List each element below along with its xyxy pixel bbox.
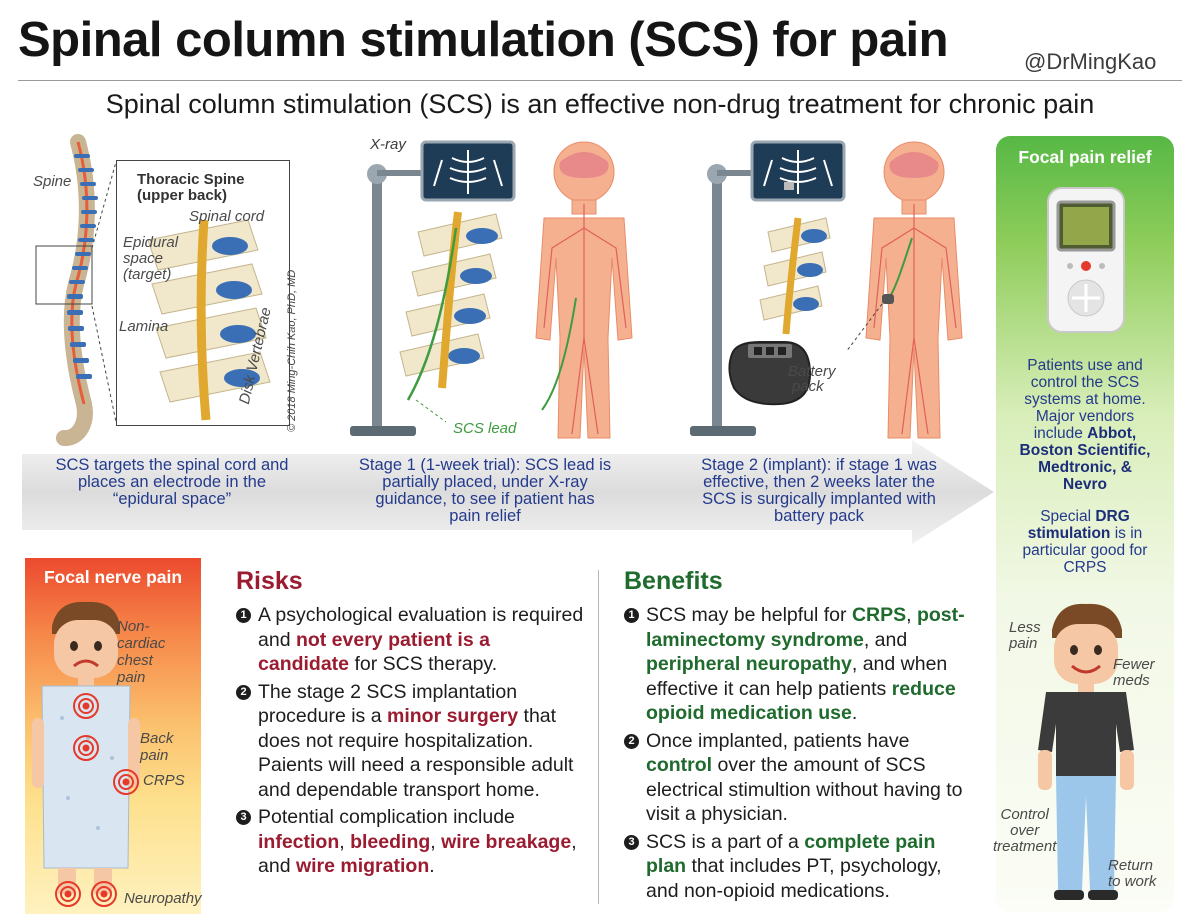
number-badge: 2 [624,733,639,749]
battery-pack-label: Battery pack [788,363,836,395]
spinal-cord-label: Spinal cord [189,208,265,225]
spine-label: Spine [33,173,72,190]
risks-list: 1 A psychological evaluation is required… [236,603,584,882]
happy-patient-illustration [1038,603,1134,900]
spine-illustration [35,134,98,446]
scs-remote-icon [1047,187,1125,333]
vendors-text: Patients use and control the SCS systems… [1019,357,1151,493]
focal-nerve-pain-title: Focal nerve pain [43,567,183,587]
scs-lead-label: SCS lead [453,420,517,437]
thoracic-vertebrae-illustration [147,219,271,421]
section-divider [598,570,599,904]
list-item: 1 A psychological evaluation is required… [236,603,584,677]
caption-stage1: Stage 1 (1-week trial): SCS lead is part… [358,456,612,525]
list-item: 2 Once implanted, patients have control … [624,729,974,827]
focal-pain-relief-title: Focal pain relief [1018,147,1152,167]
patient-in-gown-illustration [32,601,140,907]
page-subtitle: Spinal column stimulation (SCS) is an ef… [105,89,1095,119]
title-divider [18,80,1182,81]
list-item: 3 SCS is a part of a complete pain plan … [624,830,974,904]
number-badge: 1 [624,608,639,623]
number-badge: 3 [236,810,251,825]
page-title: Spinal column stimulation (SCS) for pain [18,13,949,67]
list-item: 1 SCS may be helpful for CRPS, post-lami… [624,603,974,726]
stage1-illustration [350,140,633,439]
number-badge: 3 [624,834,639,850]
process-arrow [22,440,994,544]
epidural-space-label: Epidural space (target) [123,234,179,283]
caption-target: SCS targets the spinal cord and places a… [55,456,289,508]
benefits-list: 1 SCS may be helpful for CRPS, post-lami… [624,603,974,906]
caption-stage2: Stage 2 (implant): if stage 1 was effect… [701,456,937,525]
number-badge: 1 [236,608,251,623]
list-item: 2 The stage 2 SCS implantation procedure… [236,680,584,803]
neuropathy-label: Neuropathy [124,890,202,907]
benefits-title: Benefits [624,567,723,595]
inset-title: Thoracic Spine (upper back) [137,171,245,204]
risks-title: Risks [236,567,303,595]
drg-text: Special DRG stimulation is in particular… [1022,508,1148,576]
list-item: 3 Potential complication include infecti… [236,805,584,879]
author-handle: @DrMingKao [1024,49,1157,74]
thoracic-inset-frame [116,160,290,426]
lamina-label: Lamina [119,318,169,335]
copyright-notice: © 2018 Ming-Chih Kao, PhD, MD [286,269,298,432]
stage2-illustration [690,140,963,439]
number-badge: 2 [236,684,251,700]
crps-label: CRPS [143,772,185,789]
xray-label: X-ray [370,136,406,153]
inset-connector-lines [91,161,117,423]
